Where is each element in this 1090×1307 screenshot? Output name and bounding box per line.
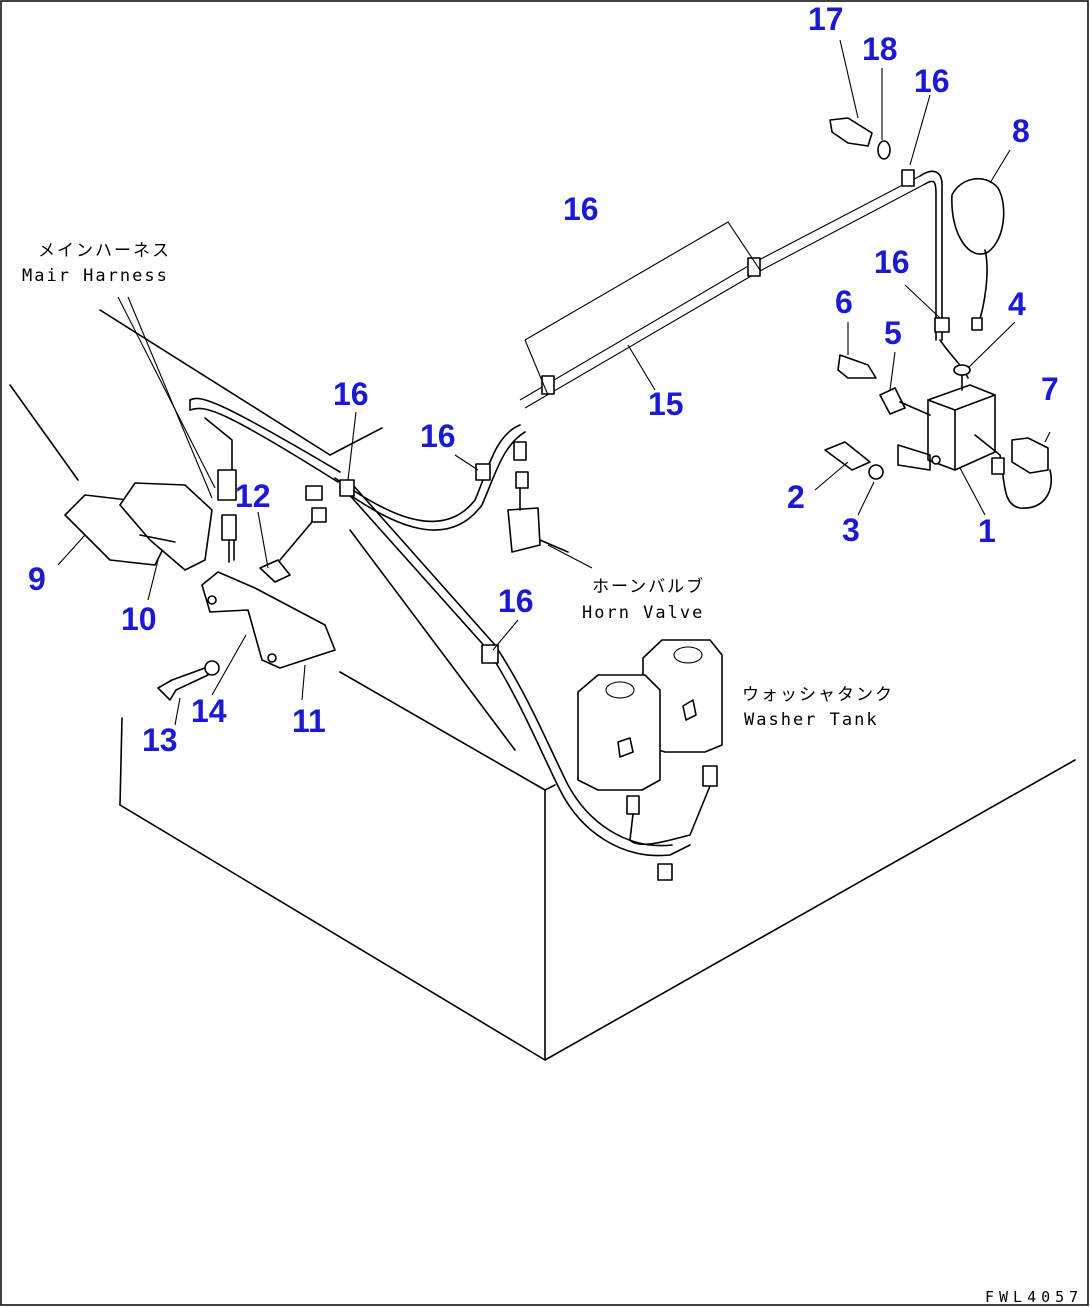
callout-3: 3 xyxy=(842,512,860,548)
horn-valve-label-en: Horn Valve xyxy=(582,603,704,623)
callout-12: 12 xyxy=(235,478,271,514)
callout-15: 15 xyxy=(648,386,684,422)
callout-16: 16 xyxy=(563,191,599,227)
horn-valve-label-jp: ホーンバルブ xyxy=(592,576,705,597)
drawing-code: FWL4057 xyxy=(985,1288,1083,1306)
connectors xyxy=(217,441,718,881)
main-harness-label-en: Mair Harness xyxy=(22,266,169,286)
callout-16: 16 xyxy=(420,418,456,454)
callout-14: 14 xyxy=(191,693,227,729)
callout-9: 9 xyxy=(28,561,46,597)
callout-16: 16 xyxy=(498,583,534,619)
washer-tank-label-en: Washer Tank xyxy=(744,710,879,730)
bolt-washer-drawing xyxy=(829,117,891,160)
horn-assembly-drawing xyxy=(64,482,213,571)
callout-5: 5 xyxy=(884,315,902,351)
callout-16: 16 xyxy=(333,376,369,412)
callout-7: 7 xyxy=(1041,371,1059,407)
work-lamp-drawing xyxy=(951,177,1005,331)
callout-18: 18 xyxy=(862,31,898,67)
callout-16: 16 xyxy=(914,63,950,99)
switch-box-drawing xyxy=(824,354,1052,509)
washer-tank-label-jp: ウォッシャタンク xyxy=(742,685,894,705)
callout-8: 8 xyxy=(1012,113,1030,149)
callout-10: 10 xyxy=(121,601,157,637)
callout-2: 2 xyxy=(787,479,805,515)
callout-1: 1 xyxy=(978,513,996,549)
leader-lines xyxy=(57,39,1051,726)
callout-numbers: 17 18 16 8 16 16 6 5 4 7 15 16 16 2 3 1 … xyxy=(28,1,1059,758)
main-harness-label-jp: メインハーネス xyxy=(38,241,171,261)
cab-body-outline xyxy=(9,309,1076,1061)
callout-11: 11 xyxy=(292,703,326,739)
callout-16: 16 xyxy=(874,244,910,280)
washer-tank-drawing xyxy=(577,639,723,791)
callout-4: 4 xyxy=(1008,286,1026,322)
clamp-parts xyxy=(339,169,950,664)
callout-6: 6 xyxy=(835,284,853,320)
annotation-labels: メインハーネス Mair Harness ホーンバルブ Horn Valve ウ… xyxy=(22,241,1083,1306)
callout-17: 17 xyxy=(808,1,844,37)
bracket-assembly-drawing xyxy=(157,559,336,701)
horn-valve-drawing xyxy=(507,487,569,553)
callout-13: 13 xyxy=(142,722,178,758)
